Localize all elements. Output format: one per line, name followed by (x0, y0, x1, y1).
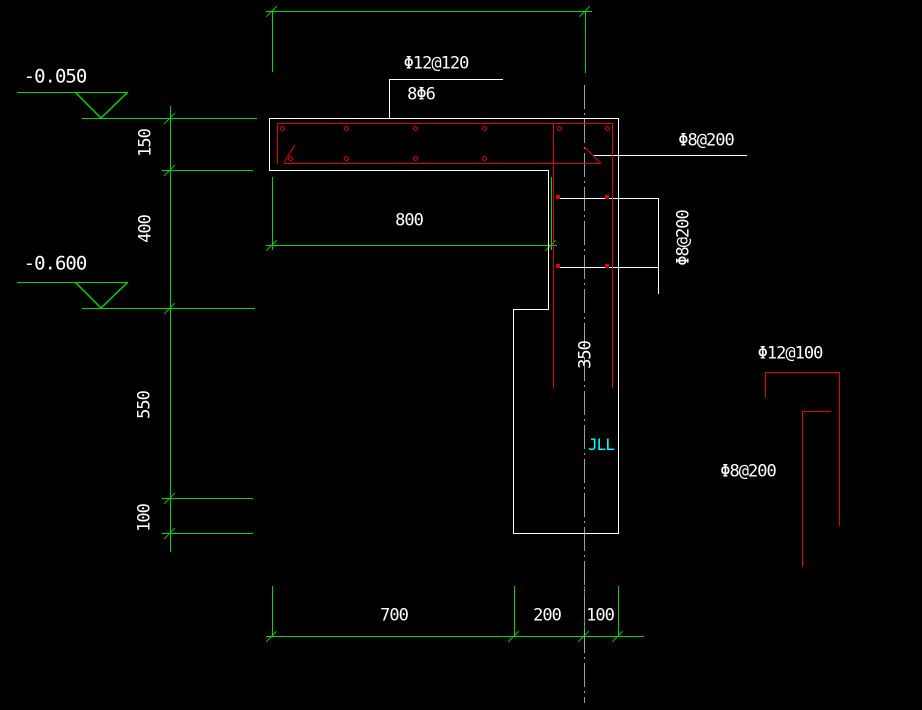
level-upper-value: -0.050 (23, 65, 88, 88)
bar-section-dot (482, 126, 487, 131)
tie-section (556, 264, 560, 268)
slab-outline-top (269, 118, 619, 119)
dim-text-800: 800 (395, 210, 424, 231)
tie-section (556, 195, 560, 199)
detail-bar2-leg (802, 411, 803, 567)
bar-section-dot (344, 156, 349, 161)
left-dim-ext-498 (162, 498, 253, 499)
dim-text-100-bottom: 100 (586, 605, 615, 626)
mid-dim-line (266, 245, 557, 246)
slab-outline-bottom (269, 170, 549, 171)
dim-text-350: 350 (575, 341, 596, 369)
tie-section (605, 195, 609, 199)
bar-section-dot (280, 126, 285, 131)
wall-label-leader-line (594, 155, 747, 156)
rebar-label-wall-vertical: Φ8@200 (673, 210, 694, 266)
wall-outline-right (618, 118, 619, 533)
dim-text-150: 150 (135, 129, 156, 157)
rebar-label-slab-dist: 8Φ6 (407, 84, 436, 105)
top-dim-line (266, 11, 592, 12)
level-upper-triangle-icon (74, 91, 129, 120)
left-dim-ext-533 (162, 533, 253, 534)
tie-bracket-vert (658, 198, 659, 294)
wall-bar-right (612, 123, 613, 388)
bar-section-dot (482, 156, 487, 161)
rebar-label-wall-leader: Φ8@200 (678, 130, 734, 151)
detail-bar1-top (765, 372, 840, 373)
member-label: JLL (588, 435, 615, 454)
bottom-dim-ext (514, 586, 515, 636)
dim-text-400: 400 (135, 215, 156, 243)
wall-centerline (584, 85, 585, 703)
mid-dim-ext-right (551, 177, 552, 250)
detail-bar1-right-leg (839, 372, 840, 526)
detail-bar1-left-leg (765, 372, 766, 397)
bottom-dim-line (266, 636, 644, 637)
rebar-label-detail-side: Φ8@200 (720, 461, 776, 482)
bar-section-dot (413, 156, 418, 161)
bottom-dim-ext (272, 586, 273, 636)
tie-section (605, 264, 609, 268)
bar-section-dot (344, 126, 349, 131)
level-upper-line (17, 92, 128, 93)
left-dim-ext-170 (162, 170, 253, 171)
detail-bar2-top (802, 411, 831, 412)
level-lower-value: -0.600 (23, 252, 88, 275)
level-lower-line (17, 282, 128, 283)
dim-text-700: 700 (380, 605, 409, 626)
bar-section-dot (413, 126, 418, 131)
rebar-label-detail-top: Φ12@100 (757, 343, 824, 364)
top-dim-ext-left (272, 11, 273, 72)
bar-section-dot (605, 126, 610, 131)
slab-outline-left (269, 118, 270, 170)
wall-bar-left (553, 123, 554, 388)
slab-top-bar (277, 123, 612, 124)
slab-label-leader-drop (389, 79, 390, 119)
level-lower-triangle-icon (74, 281, 129, 310)
slab-label-leader-line (389, 79, 503, 80)
footing-outline-bottom (513, 533, 619, 534)
bar-section-dot (557, 126, 562, 131)
dim-text-100-left: 100 (134, 504, 155, 532)
dim-text-550: 550 (134, 391, 155, 419)
bottom-dim-ext (618, 586, 619, 636)
mid-dim-ext-left (272, 177, 273, 250)
slab-bottom-bar (284, 163, 601, 164)
wall-outline-left (548, 170, 549, 309)
slab-bar-left-end (277, 123, 278, 164)
top-dim-ext-right (585, 11, 586, 73)
bar-section-dot (288, 156, 293, 161)
rebar-label-slab-top: Φ12@120 (403, 53, 470, 74)
dim-text-200: 200 (533, 605, 562, 626)
footing-outline-left (513, 309, 514, 533)
footing-outline-top (513, 309, 549, 310)
left-dim-line (170, 106, 171, 552)
